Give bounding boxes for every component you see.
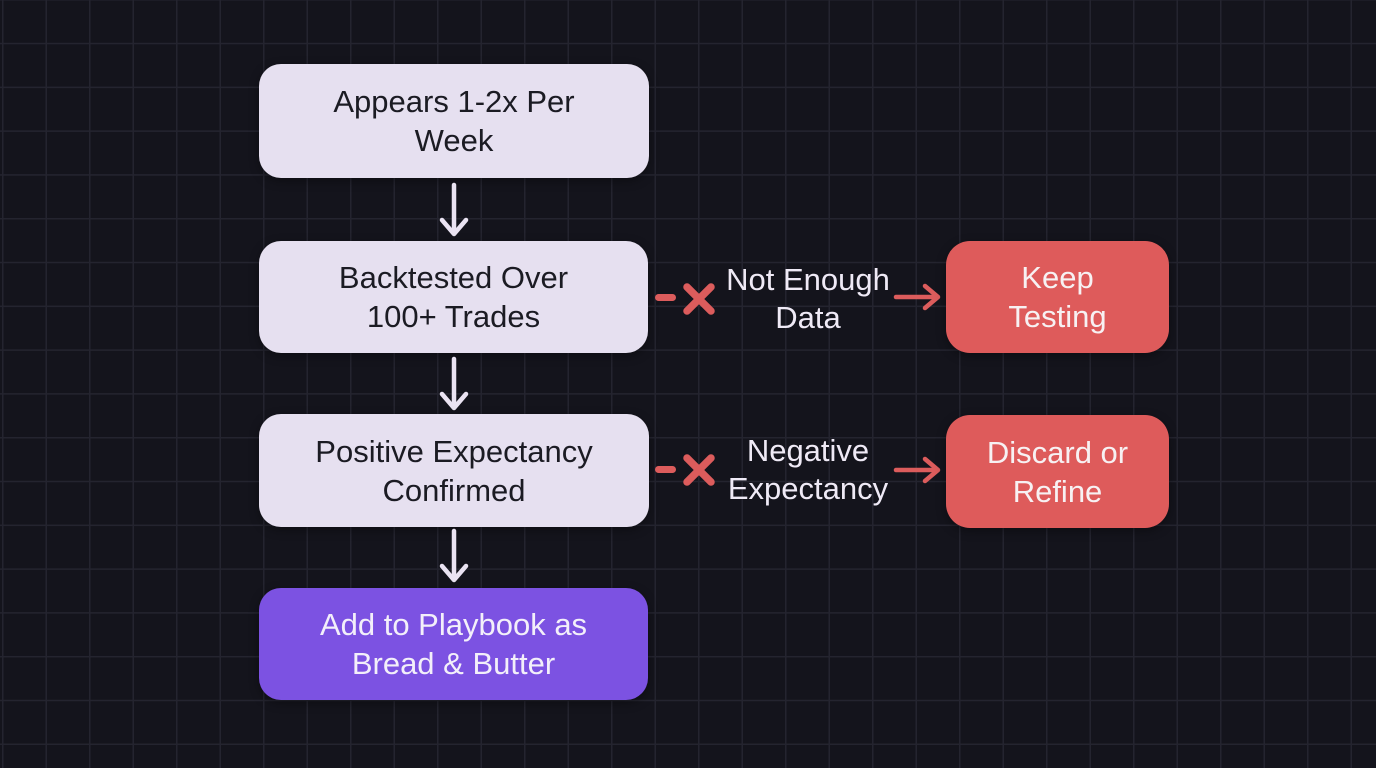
node-label: Appears 1-2x Per Week — [333, 84, 575, 158]
x-mark-icon — [683, 283, 715, 315]
node-label: Keep Testing — [1008, 260, 1107, 334]
down-arrow-icon — [439, 528, 469, 583]
branch-condition-label: Not Enough Data — [726, 262, 890, 335]
flow-node-appears-per-week: Appears 1-2x Per Week — [259, 64, 649, 178]
right-arrow-icon — [893, 456, 941, 484]
down-arrow-icon — [439, 182, 469, 237]
dash-connector-icon — [655, 294, 676, 301]
node-label: Positive Expectancy Confirmed — [315, 433, 593, 508]
branch-condition-label: Negative Expectancy — [727, 433, 889, 506]
node-label: Backtested Over 100+ Trades — [338, 260, 569, 334]
flow-node-add-to-playbook: Add to Playbook as Bread & Butter — [259, 588, 648, 700]
node-label: Discard or Refine — [986, 434, 1129, 509]
down-arrow-icon — [439, 356, 469, 411]
flow-node-positive-expectancy: Positive Expectancy Confirmed — [259, 414, 649, 527]
flow-node-keep-testing: Keep Testing — [946, 241, 1169, 353]
right-arrow-icon — [893, 283, 941, 311]
node-label: Add to Playbook as Bread & Butter — [319, 607, 588, 681]
flow-node-discard-or-refine: Discard or Refine — [946, 415, 1169, 528]
flow-node-backtested: Backtested Over 100+ Trades — [259, 241, 648, 353]
x-mark-icon — [683, 454, 715, 486]
dash-connector-icon — [655, 466, 676, 473]
